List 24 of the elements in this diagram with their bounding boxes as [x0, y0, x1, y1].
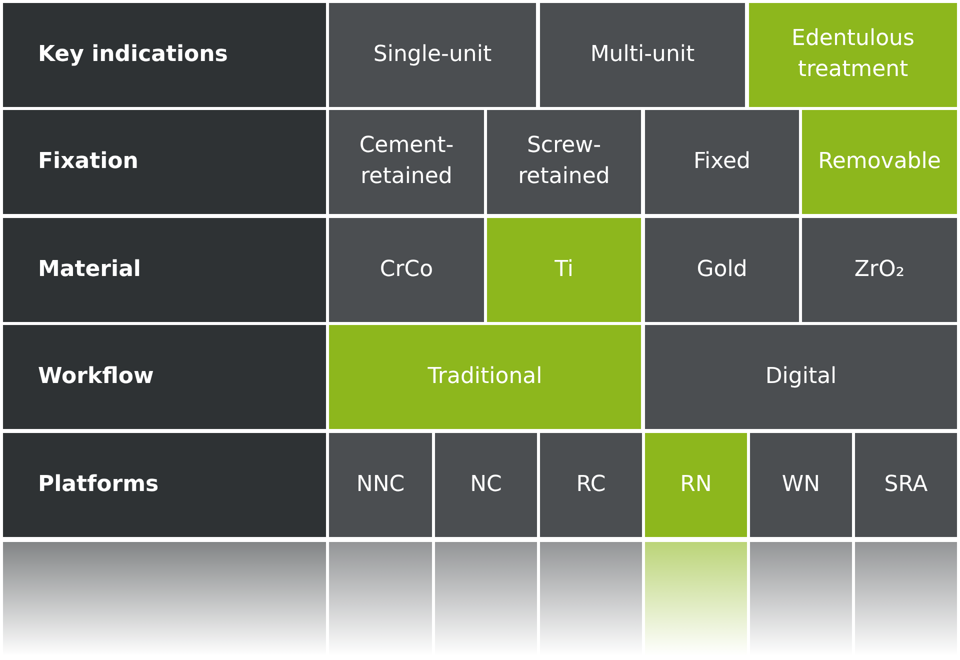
option-tile: Screw-retained [487, 110, 641, 214]
option-tile: ZrO₂ [802, 218, 957, 322]
option-tile: Cement-retained [329, 110, 484, 214]
option-tile: Single-unit [329, 3, 536, 107]
option-tile: SRA [855, 433, 957, 537]
option-tile: Fixed [645, 110, 799, 214]
highlighted-tile: Ti [487, 218, 641, 322]
option-tile: Digital [645, 325, 957, 429]
option-tile: RC [540, 433, 642, 537]
row-header: Material [3, 218, 326, 322]
row-header: Fixation [3, 110, 326, 214]
row-header: Key indications [3, 3, 326, 107]
highlighted-tile: Edentulous treatment [749, 3, 957, 107]
row-header: Platforms [3, 433, 326, 537]
option-tile: CrCo [329, 218, 484, 322]
option-tile: WN [750, 433, 852, 537]
option-tile: NNC [329, 433, 432, 537]
highlighted-tile: Removable [802, 110, 957, 214]
option-tile: Gold [645, 218, 799, 322]
highlighted-tile: Traditional [329, 325, 641, 429]
option-tile: NC [435, 433, 537, 537]
highlighted-tile: RN [645, 433, 747, 537]
row-header: Workflow [3, 325, 326, 429]
option-tile: Multi-unit [540, 3, 745, 107]
